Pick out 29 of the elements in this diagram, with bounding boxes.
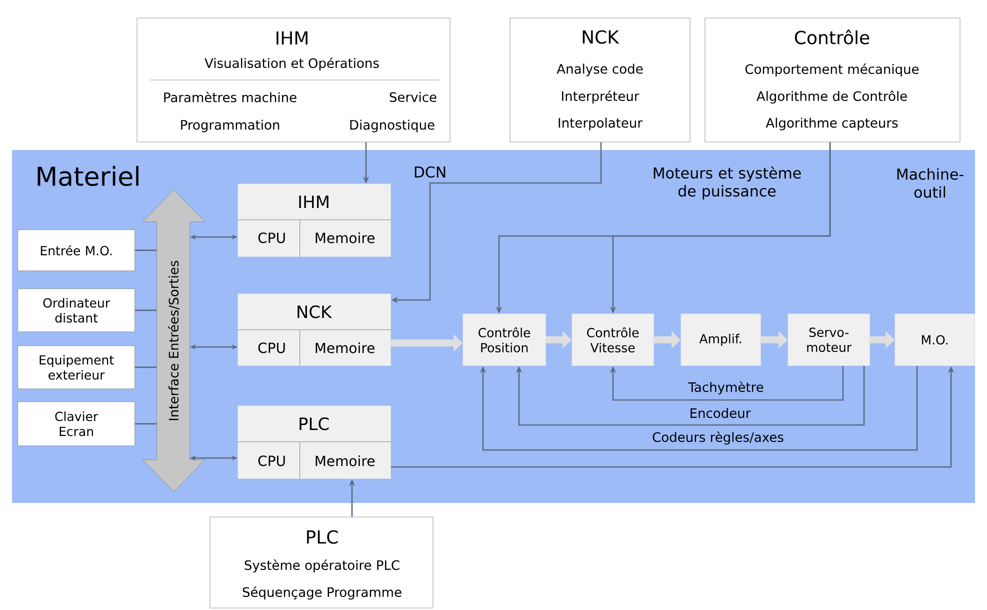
connector-line <box>135 423 157 424</box>
edge-label: Tachymètre <box>687 380 765 396</box>
process-box: M.O. <box>894 314 975 366</box>
text-box: Entrée M.O. <box>18 230 135 271</box>
text-box: PLC Système opératoire PLC Séquençage Programme <box>210 516 434 608</box>
text-box: Clavier Ecran <box>18 402 135 446</box>
connector-line <box>135 310 157 311</box>
edge-label: Encodeur <box>688 406 752 420</box>
edge-label: Codeurs règles/axes <box>651 430 785 446</box>
arrow <box>516 366 865 426</box>
text-box: Ordinateur distant <box>18 288 135 332</box>
section-label: Machine-outil <box>897 168 964 198</box>
process-box: Servo-moteur <box>788 314 870 366</box>
section-label: DCN <box>414 166 446 178</box>
arrow <box>480 366 918 451</box>
connector-line <box>135 366 157 368</box>
process-box: IHM CPU Memoire <box>238 184 391 257</box>
text-box: Equipement exterieur <box>18 346 135 389</box>
text-box: IHM Visualisation et Opérations Paramètres machine Service Programmation Diagnostique <box>136 18 450 142</box>
process-box: Contrôle Position <box>462 314 546 366</box>
arrow <box>610 366 844 401</box>
process-box: NCK CPU Memoire <box>238 294 391 366</box>
text-box: Contrôle Comportement mécanique Algorithme de Contrôle Algorithme capteurs <box>704 18 960 142</box>
connector-line <box>135 250 157 251</box>
process-box: Amplif. <box>680 314 761 366</box>
text-box: NCK Analyse code Interpréteur Interpolateur <box>510 18 690 142</box>
process-box: Contrôle Vitesse <box>572 314 654 366</box>
section-label: Moteurs et système de puissance <box>654 166 801 200</box>
process-box: PLC CPU Memoire <box>238 406 391 479</box>
